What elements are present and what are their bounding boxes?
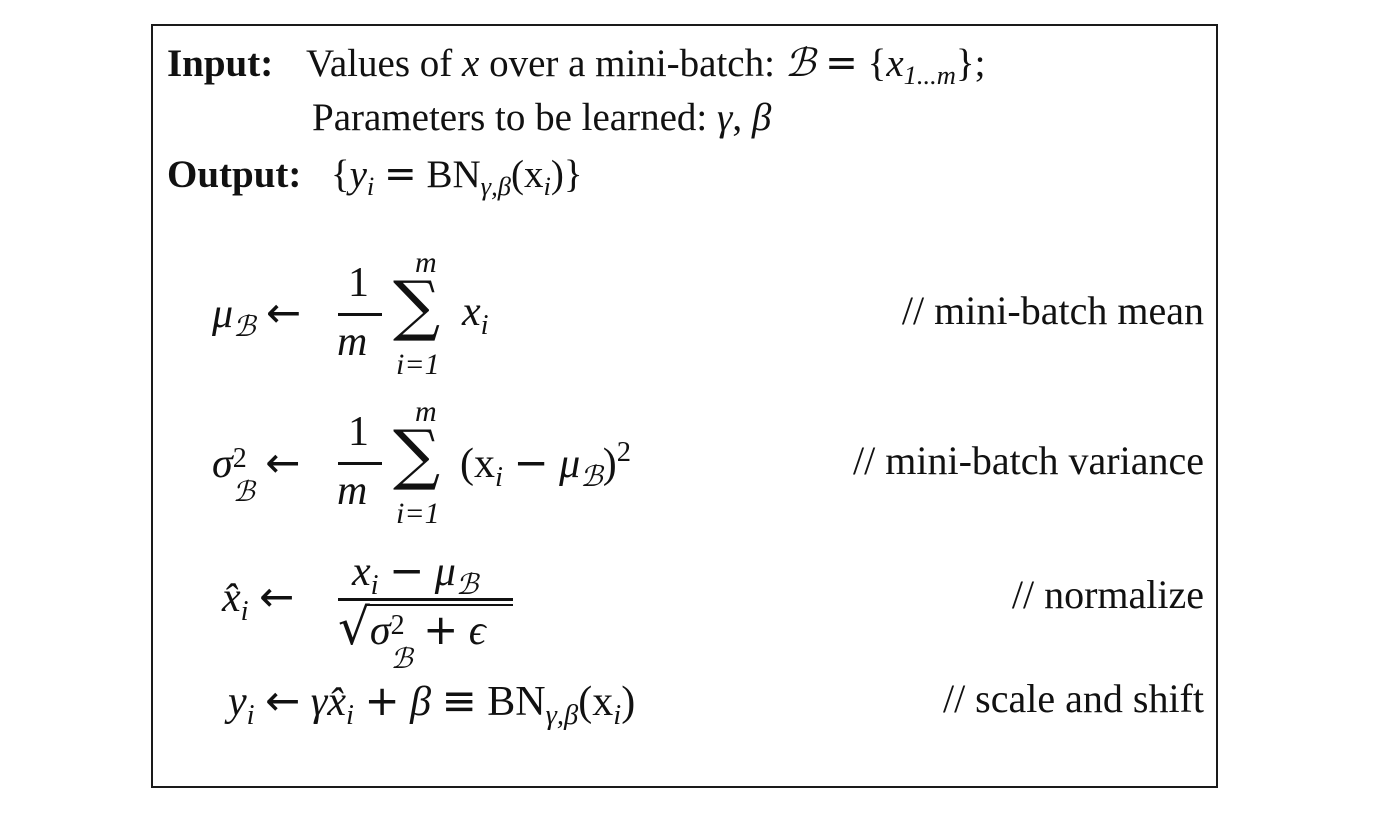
normalize-num-x: x xyxy=(352,549,371,595)
output-arg: (x xyxy=(510,153,544,196)
set-close-brace: }; xyxy=(955,42,986,85)
variance-arrow: ← xyxy=(265,438,301,487)
variance-denominator: m xyxy=(337,468,368,514)
normalize-num-mu: μ xyxy=(434,549,456,595)
sqrt-overline xyxy=(366,604,513,606)
mean-term: xi xyxy=(462,288,489,341)
input-text: Values of xyxy=(306,42,453,85)
scale-arg: (x xyxy=(578,679,614,725)
mean-sum-lower: i=1 xyxy=(396,348,440,381)
mean-comment: // mini-batch mean xyxy=(901,288,1204,333)
scale-arg-sub: i xyxy=(613,700,622,732)
normalize-lhs: x̂i ← xyxy=(222,572,295,627)
output-open-brace: { xyxy=(330,153,350,196)
scale-gamma: γ xyxy=(310,679,328,725)
variance-term-mu: μ xyxy=(559,441,581,487)
normalize-den-plus: + xyxy=(423,605,459,654)
output-y: y xyxy=(349,153,367,196)
scale-y-sub: i xyxy=(246,700,255,732)
variance-term-close: ) xyxy=(602,441,617,487)
variance-term-sup: 2 xyxy=(616,437,631,469)
normalize-num-minus: − xyxy=(389,546,425,595)
scale-xhat: x̂ xyxy=(327,679,347,725)
algorithm-box xyxy=(151,24,1218,788)
param-gamma: γ xyxy=(717,96,733,139)
variance-sum-lower: i=1 xyxy=(396,497,440,530)
normalize-den-sigma: σ xyxy=(369,608,391,654)
variance-sigma-sub: ℬ xyxy=(232,475,255,508)
output-label: Output: xyxy=(167,153,302,196)
normalize-num-x-sub: i xyxy=(370,570,379,602)
output-line: Output: {yi = BNγ,β(xi)} xyxy=(167,152,583,201)
input-line: Input: Values of x over a mini-batch: ℬ … xyxy=(167,41,986,90)
mean-denominator: m xyxy=(337,319,368,365)
scale-equiv: ≡ xyxy=(441,676,477,725)
variance-term-mu-sub: ℬ xyxy=(580,459,603,494)
set-variable: x xyxy=(886,42,904,85)
normalize-den-sigma-sup: 2 xyxy=(390,610,405,641)
scale-comment: // scale and shift xyxy=(942,676,1204,721)
output-close: )} xyxy=(550,153,583,196)
output-equals: = xyxy=(384,152,417,197)
variance-fraction-bar xyxy=(338,462,382,465)
output-bn: BN xyxy=(426,153,481,196)
variance-term-open: (x xyxy=(460,441,495,487)
mean-mu-sub: ℬ xyxy=(233,309,256,344)
equals-sign: = xyxy=(825,41,858,86)
mean-arrow: ← xyxy=(266,288,302,337)
variance-term: (xi − μℬ)2 xyxy=(460,437,631,493)
scale-plus: + xyxy=(364,676,400,725)
scale-bn-sub: γ,β xyxy=(545,700,579,732)
input-label: Input: xyxy=(167,42,274,85)
variance-sigma-sup: 2 xyxy=(232,443,247,474)
mean-lhs: μℬ ← xyxy=(212,288,302,343)
sqrt-icon: √ xyxy=(338,598,370,656)
variance-minus: − xyxy=(513,438,549,487)
normalize-xhat-sub: i xyxy=(240,596,249,628)
variance-term-sub: i xyxy=(495,462,503,494)
scale-bn: BN xyxy=(487,679,546,725)
param-beta: β xyxy=(751,96,772,139)
scale-y: y xyxy=(228,679,247,725)
scale-close: ) xyxy=(621,679,636,725)
scale-beta: β xyxy=(410,679,432,725)
params-line: Parameters to be learned: γ, β xyxy=(312,95,771,140)
variance-sum-upper: m xyxy=(415,395,437,428)
output-arg-sub: i xyxy=(543,171,551,202)
variance-comment: // mini-batch variance xyxy=(853,438,1204,483)
scale-expression: yi ← γx̂i + β ≡ BNγ,β(xi) xyxy=(228,676,636,731)
params-text: Parameters to be learned: xyxy=(312,96,708,139)
variance-sum-symbol: ∑ xyxy=(393,416,441,493)
normalize-num-mu-sub: ℬ xyxy=(455,567,479,602)
mean-numerator: 1 xyxy=(348,260,369,306)
set-subscript: 1...m xyxy=(903,60,956,91)
variance-numerator: 1 xyxy=(348,409,369,455)
input-text-2: over a mini-batch: xyxy=(489,42,775,85)
normalize-den-eps: ϵ xyxy=(468,608,486,654)
normalize-den-sigma-sub: ℬ xyxy=(390,642,413,675)
input-x: x xyxy=(462,42,480,85)
mean-sum-symbol: ∑ xyxy=(393,267,441,344)
scale-xhat-sub: i xyxy=(346,700,354,732)
mean-term-x: x xyxy=(462,289,481,335)
mean-mu: μ xyxy=(212,291,234,337)
set-open-brace: { xyxy=(867,42,887,85)
output-y-sub: i xyxy=(366,171,375,202)
param-comma: , xyxy=(732,96,743,139)
mean-fraction-bar xyxy=(338,313,382,316)
output-bn-sub: γ,β xyxy=(480,171,511,202)
scale-arrow: ← xyxy=(265,676,301,725)
normalize-arrow: ← xyxy=(259,572,295,621)
normalize-numerator: xi − μℬ xyxy=(352,546,478,601)
batch-symbol: ℬ xyxy=(784,41,816,86)
normalize-comment: // normalize xyxy=(1011,572,1204,617)
mean-term-sub: i xyxy=(480,310,489,342)
variance-sigma: σ xyxy=(212,441,233,487)
mean-sum-upper: m xyxy=(415,246,437,279)
normalize-fraction-bar xyxy=(338,598,513,601)
normalize-xhat: x̂ xyxy=(222,575,241,621)
